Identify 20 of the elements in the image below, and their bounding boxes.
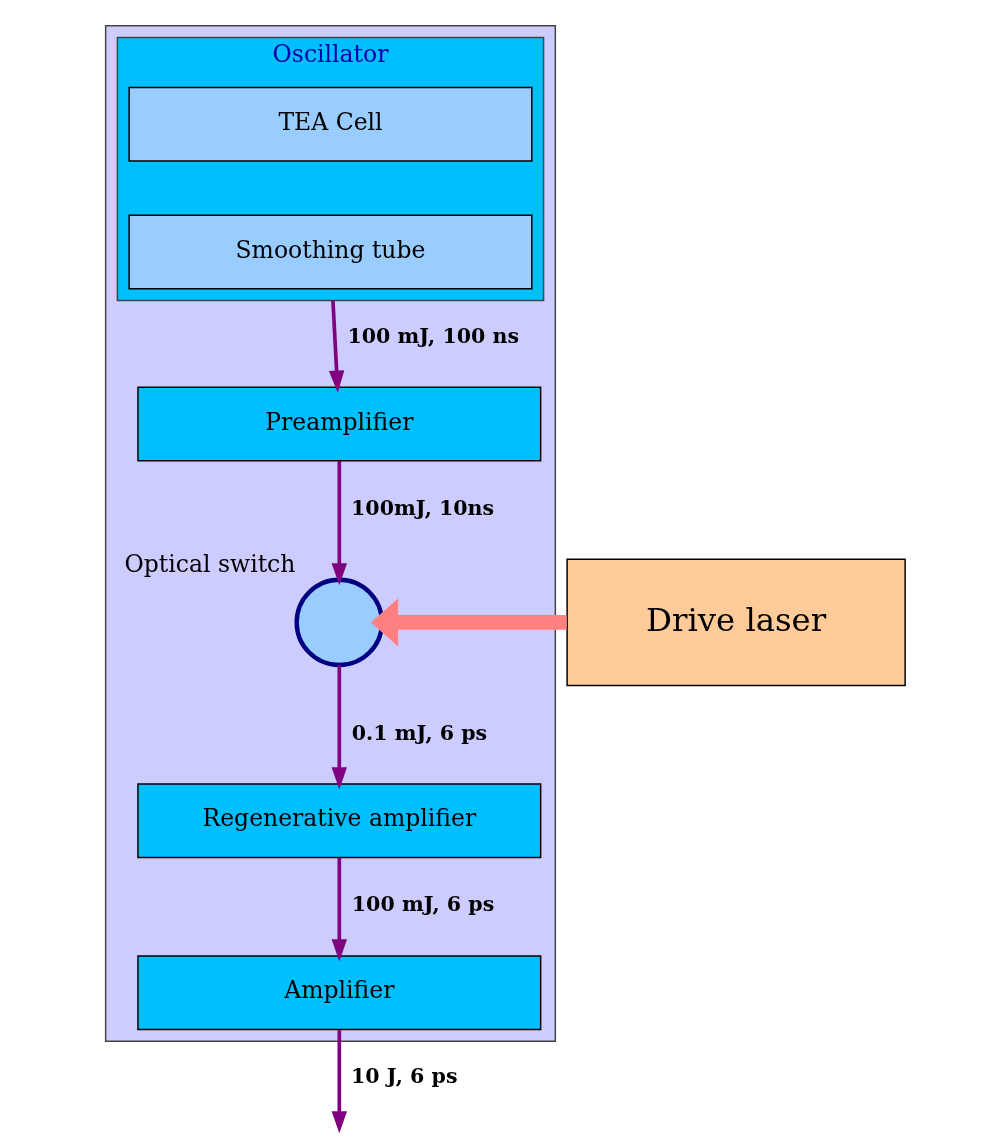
edge-label: 0.1 mJ, 6 ps xyxy=(351,720,488,745)
arrow xyxy=(328,300,345,393)
edge-label: 10 J, 6 ps xyxy=(351,1064,458,1089)
arrow xyxy=(370,598,567,647)
node-box: Smoothing tube xyxy=(128,214,533,290)
node-label: Optical switch xyxy=(124,550,296,579)
arrow xyxy=(331,1030,348,1134)
edge-label: 100mJ, 10ns xyxy=(351,495,495,520)
node-box: Drive laser xyxy=(566,558,906,687)
node-box: TEA Cell xyxy=(128,86,533,162)
node-box: Preamplifier xyxy=(137,386,542,462)
edge-label: 100 mJ, 100 ns xyxy=(347,323,520,348)
cluster xyxy=(104,25,557,1042)
arrow xyxy=(331,460,348,586)
edge-label: 100 mJ, 6 ps xyxy=(351,892,495,917)
arrow xyxy=(331,857,348,962)
arrow xyxy=(331,665,348,790)
node-box: Amplifier xyxy=(137,955,542,1031)
node-box: Regenerative amplifier xyxy=(137,783,542,859)
node-circle xyxy=(294,577,385,668)
